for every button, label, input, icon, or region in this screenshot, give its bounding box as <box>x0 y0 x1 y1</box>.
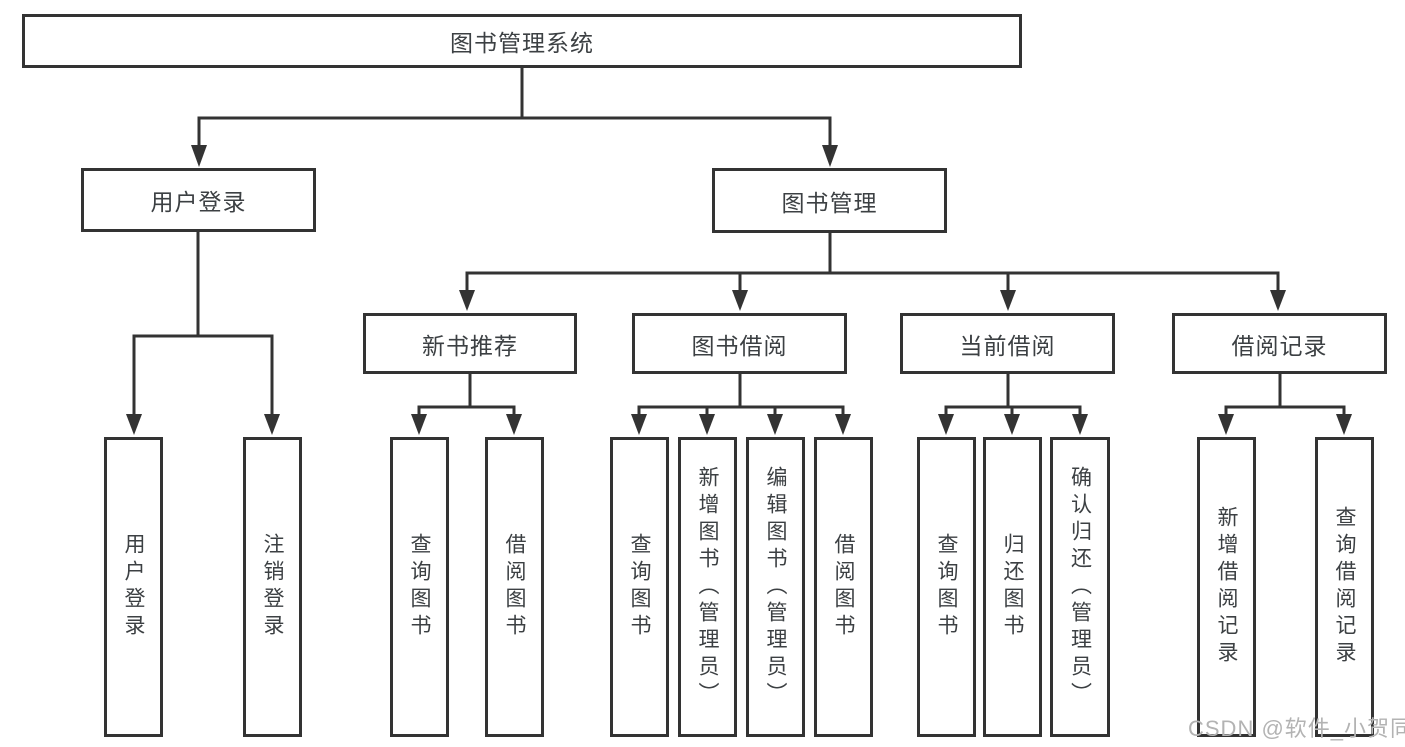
arrow-down-icon <box>732 290 748 311</box>
node-new-book-recommendation: 新书推荐 <box>363 313 577 374</box>
arrow-down-icon <box>506 414 522 435</box>
node-book-management: 图书管理 <box>712 168 947 233</box>
leaf-recommend-query-books: 查询图书 <box>390 437 449 737</box>
arrow-down-icon <box>1004 414 1020 435</box>
connector-root-to-level2 <box>197 66 832 148</box>
connector-new-book-recommendation-to-leaves <box>417 372 516 418</box>
leaf-label: 借阅图书 <box>832 533 855 641</box>
connector-book-management-to-level3 <box>465 231 1280 294</box>
arrow-down-icon <box>1336 414 1352 435</box>
leaf-label: 查询借阅记录 <box>1333 506 1356 668</box>
arrow-down-icon <box>126 414 142 435</box>
leaf-records-query-record: 查询借阅记录 <box>1315 437 1374 737</box>
arrow-down-icon <box>1270 290 1286 311</box>
leaf-borrowing-edit-books-admin: 编辑图书（管理员） <box>746 437 805 737</box>
node-borrowing-records: 借阅记录 <box>1172 313 1387 374</box>
leaf-label: 查询图书 <box>408 533 431 641</box>
leaf-label: 查询图书 <box>935 533 958 641</box>
arrow-down-icon <box>191 145 207 167</box>
leaf-current-query-books: 查询图书 <box>917 437 976 737</box>
node-user-login: 用户登录 <box>81 168 316 232</box>
leaf-label: 新增借阅记录 <box>1215 506 1238 668</box>
leaf-current-confirm-return-admin: 确认归还（管理员） <box>1050 437 1110 737</box>
connector-borrowing-records-to-leaves <box>1224 372 1346 418</box>
arrow-down-icon <box>1000 290 1016 311</box>
leaf-label: 确认归还（管理员） <box>1068 465 1092 709</box>
leaf-records-add-record: 新增借阅记录 <box>1197 437 1256 737</box>
leaf-label: 注销登录 <box>261 533 284 641</box>
connector-book-borrowing-to-leaves <box>637 372 845 418</box>
arrowheads <box>126 145 1352 435</box>
connector-user-login-to-leaves <box>132 230 274 418</box>
leaf-label: 用户登录 <box>122 533 145 641</box>
arrow-down-icon <box>767 414 783 435</box>
node-library-management-system: 图书管理系统 <box>22 14 1022 68</box>
leaf-borrowing-borrow-books: 借阅图书 <box>814 437 873 737</box>
arrow-down-icon <box>699 414 715 435</box>
node-current-borrowing: 当前借阅 <box>900 313 1115 374</box>
leaf-label: 归还图书 <box>1001 533 1024 641</box>
leaf-label: 新增图书（管理员） <box>696 465 719 709</box>
leaf-logout: 注销登录 <box>243 437 302 737</box>
arrow-down-icon <box>1218 414 1234 435</box>
leaf-label: 编辑图书（管理员） <box>764 465 787 709</box>
connector-current-borrowing-to-leaves <box>944 372 1082 418</box>
node-book-borrowing: 图书借阅 <box>632 313 847 374</box>
arrow-down-icon <box>411 414 427 435</box>
leaf-label: 查询图书 <box>628 533 651 641</box>
leaf-borrowing-query-books: 查询图书 <box>610 437 669 737</box>
arrow-down-icon <box>264 414 280 435</box>
leaf-label: 借阅图书 <box>503 533 526 641</box>
arrow-down-icon <box>822 145 838 167</box>
watermark: CSDN @软件_小贺同学 <box>1188 716 1405 741</box>
arrow-down-icon <box>459 290 475 311</box>
arrow-down-icon <box>631 414 647 435</box>
arrow-down-icon <box>938 414 954 435</box>
arrow-down-icon <box>835 414 851 435</box>
leaf-current-return-books: 归还图书 <box>983 437 1042 737</box>
arrow-down-icon <box>1072 414 1088 435</box>
leaf-borrowing-add-books-admin: 新增图书（管理员） <box>678 437 737 737</box>
leaf-recommend-borrow-books: 借阅图书 <box>485 437 544 737</box>
leaf-user-login: 用户登录 <box>104 437 163 737</box>
